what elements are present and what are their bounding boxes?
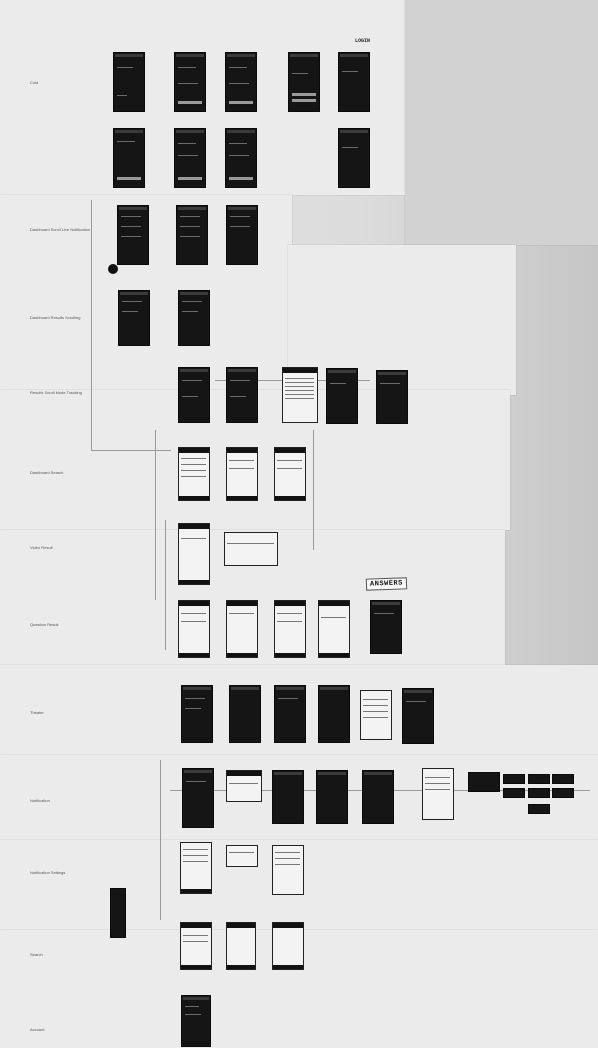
row-label: Dashboard Results Scrolling <box>30 315 81 320</box>
marker-dot <box>108 264 118 274</box>
answers-sticker: ANSWERS <box>365 577 408 591</box>
row-label: Search <box>30 952 43 957</box>
paper-wireframe <box>226 447 258 501</box>
paper-wireframe <box>178 447 210 501</box>
phone-wireframe <box>226 205 258 265</box>
phone-wireframe <box>178 290 210 346</box>
phone-wireframe <box>272 770 304 824</box>
phone-wireframe <box>370 600 402 654</box>
login-note: LOGIN <box>355 38 371 44</box>
phone-wireframe <box>274 685 306 743</box>
flow-connector <box>91 450 171 451</box>
row-label: Dashboard Search <box>30 470 64 475</box>
phone-wireframe <box>528 804 550 814</box>
phone-wireframe <box>503 788 525 798</box>
phone-wireframe <box>113 52 145 112</box>
row-label: Video Result <box>30 545 53 550</box>
phone-wireframe <box>288 52 320 112</box>
phone-wireframe <box>338 128 370 188</box>
phone-wireframe <box>174 128 206 188</box>
paper-wireframe <box>274 600 306 658</box>
paper-wireframe <box>272 922 304 970</box>
row-label: Question Result <box>30 622 59 627</box>
phone-wireframe <box>552 774 574 784</box>
paper-wireframe <box>226 770 262 802</box>
row-label: Account <box>30 1027 45 1032</box>
row-label: Dashboard Scroll Live Notification <box>30 227 91 232</box>
flow-connector <box>165 520 166 650</box>
phone-wireframe <box>326 368 358 424</box>
phone-wireframe <box>316 770 348 824</box>
phone-wireframe <box>229 685 261 743</box>
phone-wireframe <box>468 772 500 792</box>
paper-wireframe <box>282 367 318 423</box>
phone-wireframe <box>118 290 150 346</box>
row-label: Notification Settings <box>30 870 66 875</box>
paper-wireframe <box>224 532 278 566</box>
phone-wireframe <box>226 367 258 423</box>
phone-wireframe <box>338 52 370 112</box>
phone-wireframe <box>503 774 525 784</box>
paper-wireframe <box>178 600 210 658</box>
phone-wireframe <box>225 128 257 188</box>
paper-wireframe <box>226 922 256 970</box>
phone-wireframe <box>174 52 206 112</box>
paper-wireframe <box>318 600 350 658</box>
phone-wireframe <box>181 685 213 743</box>
phone-wireframe <box>178 367 210 423</box>
phone-wireframe <box>528 788 550 798</box>
flow-connector <box>160 760 161 920</box>
row-label: Theater <box>30 710 44 715</box>
phone-wireframe <box>176 205 208 265</box>
flow-connector <box>313 430 314 550</box>
paper-wireframe <box>272 845 304 895</box>
flow-connector <box>155 430 156 600</box>
row-label: Notification <box>30 798 50 803</box>
phone-wireframe <box>182 768 214 828</box>
flow-connector <box>91 200 92 450</box>
phone-wireframe <box>110 888 126 938</box>
phone-wireframe <box>113 128 145 188</box>
phone-wireframe <box>402 688 434 744</box>
paper-wireframe <box>226 845 258 867</box>
paper-sheet <box>405 0 598 245</box>
phone-wireframe <box>528 774 550 784</box>
phone-wireframe <box>318 685 350 743</box>
row-label: Cold <box>30 80 39 85</box>
paper-wireframe <box>178 523 210 585</box>
phone-wireframe <box>225 52 257 112</box>
paper-wireframe <box>226 600 258 658</box>
paper-wireframe <box>274 447 306 501</box>
paper-wireframe <box>180 842 212 894</box>
phone-wireframe <box>552 788 574 798</box>
row-label: Results Scroll Mode Tracking <box>30 390 82 395</box>
paper-wireframe <box>180 922 212 970</box>
paper-wireframe <box>360 690 392 740</box>
phone-wireframe <box>376 370 408 424</box>
phone-wireframe <box>362 770 394 824</box>
paper-wireframe <box>422 768 454 820</box>
phone-wireframe <box>117 205 149 265</box>
phone-wireframe <box>181 995 211 1047</box>
